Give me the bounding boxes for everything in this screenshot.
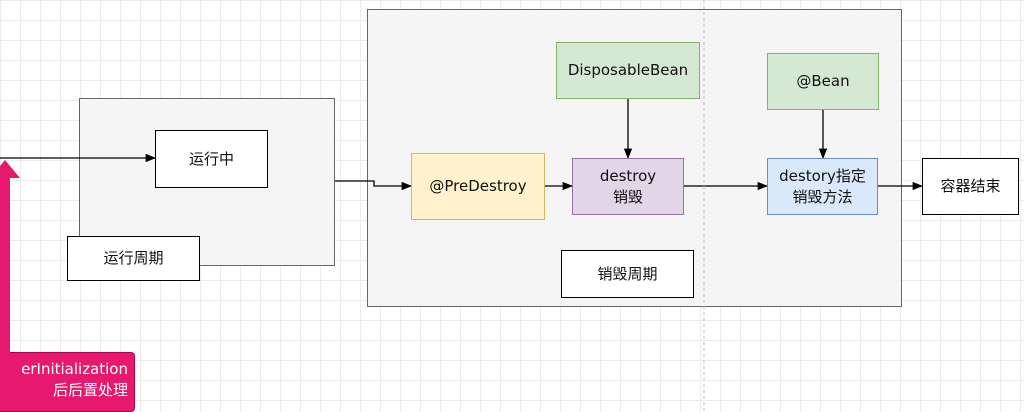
destroy-method-node[interactable]: destory指定 销毁方法 [767,158,878,215]
predestroy-node[interactable]: @PreDestroy [411,153,545,220]
bean-annotation-node[interactable]: @Bean [767,53,879,110]
destroy-period-label[interactable]: 销毁周期 [561,250,694,298]
pink-up-arrow [0,160,20,353]
disposable-bean-node[interactable]: DisposableBean [556,42,700,99]
running-period-label[interactable]: 运行周期 [67,236,200,281]
destroy-node[interactable]: destroy 销毁 [572,158,684,215]
container-end-node[interactable]: 容器结束 [922,158,1019,215]
running-node[interactable]: 运行中 [155,130,268,188]
edge-to-predestroy [335,180,413,191]
